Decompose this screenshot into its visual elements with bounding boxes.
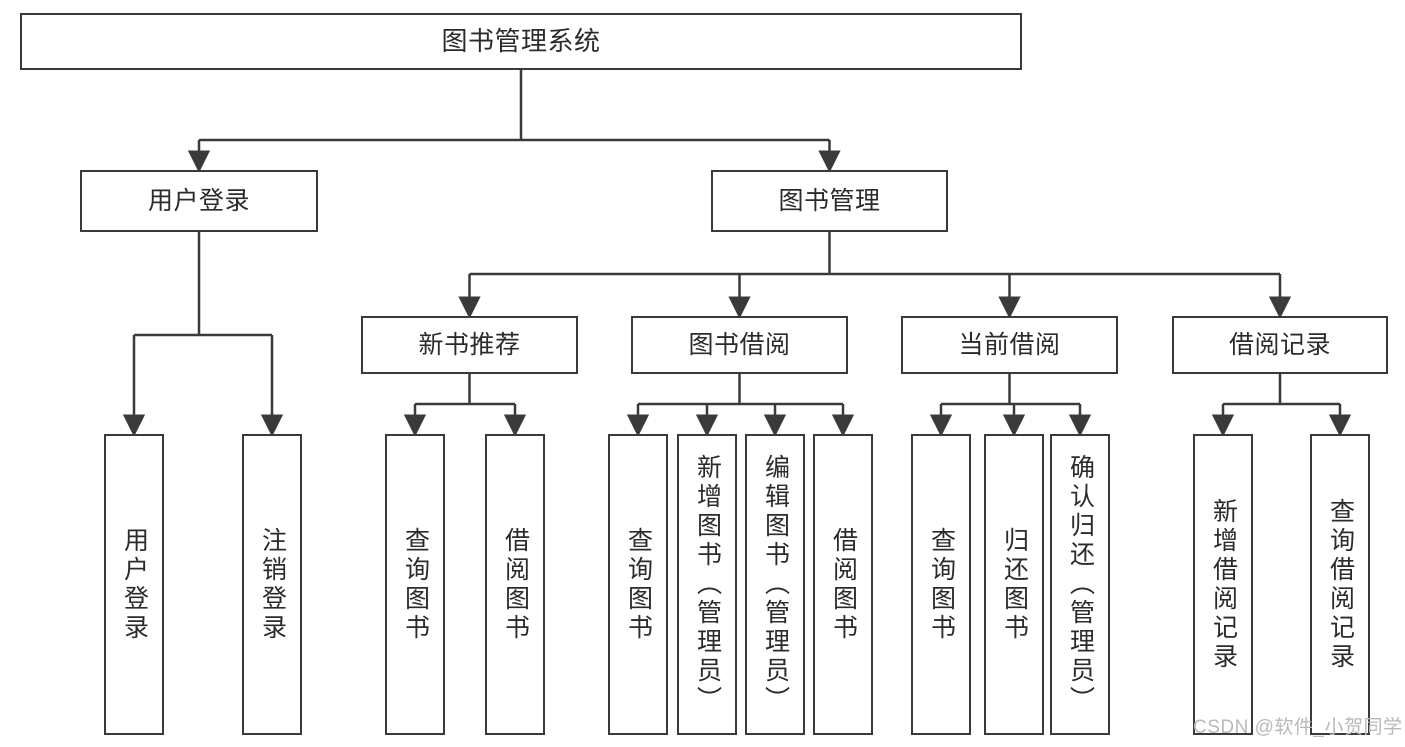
node-root-label: 图书管理系统 xyxy=(441,25,601,56)
node-leaf-query-book-borrow-label: 查询图书 xyxy=(624,526,653,643)
node-leaf-return-book[interactable]: 归还图书 xyxy=(984,434,1044,735)
node-leaf-return-book-label: 归还图书 xyxy=(1000,526,1029,643)
node-book-borrow[interactable]: 图书借阅 xyxy=(631,316,848,374)
node-leaf-query-book-borrow[interactable]: 查询图书 xyxy=(608,434,668,735)
node-new-book-recommend[interactable]: 新书推荐 xyxy=(361,316,578,374)
node-leaf-query-borrow-record[interactable]: 查询借阅记录 xyxy=(1310,434,1370,735)
node-leaf-query-book-rec-label: 查询图书 xyxy=(401,526,430,643)
node-book-manage-label: 图书管理 xyxy=(778,186,881,215)
node-leaf-user-login-label: 用户登录 xyxy=(120,526,149,643)
node-new-book-recommend-label: 新书推荐 xyxy=(418,330,521,359)
node-leaf-query-book-rec[interactable]: 查询图书 xyxy=(385,434,445,735)
node-leaf-add-book-admin[interactable]: 新增图书（管理员） xyxy=(677,434,737,735)
node-leaf-edit-book-admin[interactable]: 编辑图书（管理员） xyxy=(745,434,805,735)
node-leaf-confirm-return-admin-label: 确认归还（管理员） xyxy=(1066,454,1095,715)
node-user-login-label: 用户登录 xyxy=(147,186,250,215)
node-borrow-record[interactable]: 借阅记录 xyxy=(1172,316,1388,374)
node-leaf-borrow-book-rec-label: 借阅图书 xyxy=(501,526,530,643)
node-leaf-add-borrow-record-label: 新增借阅记录 xyxy=(1209,497,1238,672)
node-leaf-edit-book-admin-label: 编辑图书（管理员） xyxy=(761,454,790,715)
node-leaf-confirm-return-admin[interactable]: 确认归还（管理员） xyxy=(1050,434,1110,735)
node-leaf-borrow-book-rec[interactable]: 借阅图书 xyxy=(485,434,545,735)
watermark: CSDN @软件_小贺同学 xyxy=(1193,717,1403,738)
node-current-borrow-label: 当前借阅 xyxy=(958,330,1061,359)
node-leaf-query-book-cur-label: 查询图书 xyxy=(927,526,956,643)
node-leaf-user-login[interactable]: 用户登录 xyxy=(104,434,164,735)
node-leaf-query-book-cur[interactable]: 查询图书 xyxy=(911,434,971,735)
node-leaf-query-borrow-record-label: 查询借阅记录 xyxy=(1326,497,1355,672)
node-user-login[interactable]: 用户登录 xyxy=(80,170,318,232)
node-current-borrow[interactable]: 当前借阅 xyxy=(901,316,1118,374)
node-leaf-user-logout-label: 注销登录 xyxy=(258,526,287,643)
node-leaf-borrow-book-label: 借阅图书 xyxy=(829,526,858,643)
node-leaf-add-borrow-record[interactable]: 新增借阅记录 xyxy=(1193,434,1253,735)
node-leaf-borrow-book[interactable]: 借阅图书 xyxy=(813,434,873,735)
node-book-manage[interactable]: 图书管理 xyxy=(711,170,948,232)
node-leaf-add-book-admin-label: 新增图书（管理员） xyxy=(693,454,722,715)
node-root[interactable]: 图书管理系统 xyxy=(20,13,1022,70)
node-borrow-record-label: 借阅记录 xyxy=(1228,330,1331,359)
node-book-borrow-label: 图书借阅 xyxy=(688,330,791,359)
node-leaf-user-logout[interactable]: 注销登录 xyxy=(242,434,302,735)
